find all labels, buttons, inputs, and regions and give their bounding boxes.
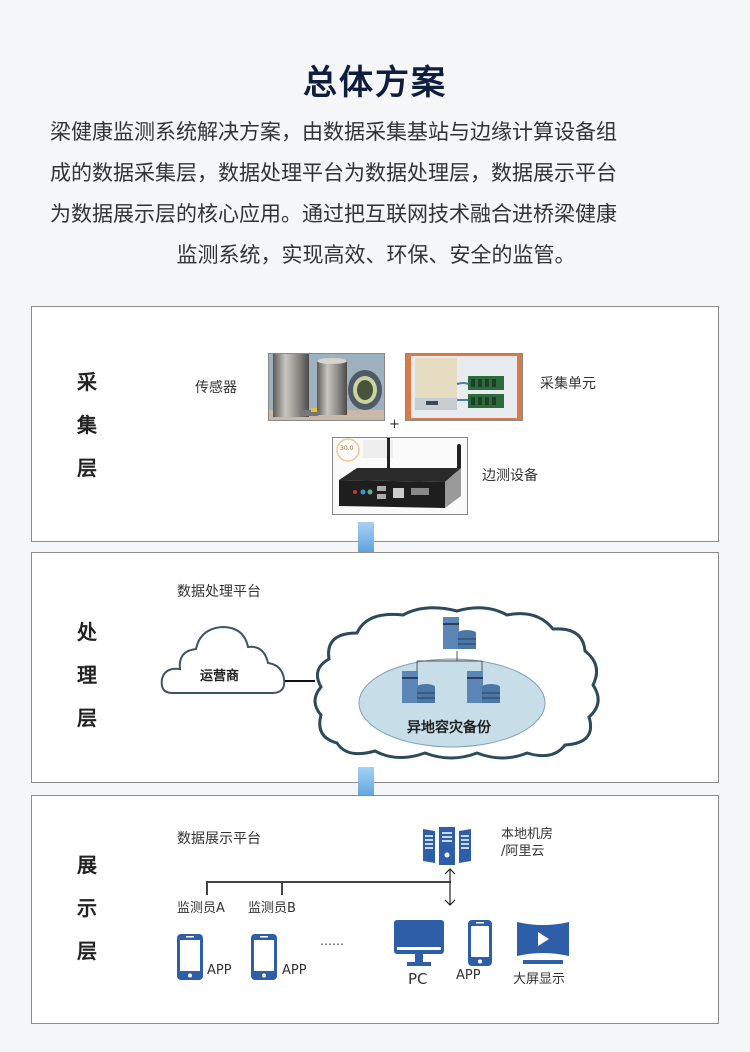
inspector-a-label: 监测员A [177,901,225,916]
acquisition-layer-panel: 采 集 层 传感器 + [31,306,719,542]
app-b-label: APP [282,963,307,978]
layer-label-char: 示 [77,896,97,920]
phone-icon [251,934,277,980]
edge-device-photo: 30.0 [332,437,468,515]
layer-label-char: 展 [77,853,97,877]
processing-platform-label: 数据处理平台 [177,584,261,600]
sensor-label: 传感器 [195,380,237,396]
server-location-label: 本地机房 /阿里云 [501,826,553,860]
collector-label: 采集单元 [540,376,596,392]
collector-image [406,354,522,420]
layer-label-char: 层 [77,456,97,480]
display-layer-panel: 展 示 层 数据展示平台 本地机房 /阿里云 监测员A 监测员B A [31,795,719,1024]
network-line [281,881,283,895]
sensor-photo [268,353,385,421]
pc-label: PC [408,970,428,988]
server-label-line: 本地机房 [501,827,554,842]
connector-line [285,680,315,682]
server-label-line: /阿里云 [501,844,545,859]
intro-line: 梁健康监测系统解决方案，由数据采集基站与边缘计算设备组 [50,120,617,144]
operator-label: 运营商 [200,669,240,684]
ellipsis: …… [320,934,344,948]
display-platform-label: 数据展示平台 [177,831,261,847]
inspector-b-label: 监测员B [248,901,296,916]
network-line [206,881,451,883]
intro-line: 为数据展示层的核心应用。通过把互联网技术融合进桥梁健康 [50,202,617,226]
server-rack-icon [423,827,471,865]
layer-label-char: 采 [77,370,97,394]
layer-label: 处 理 层 [72,611,102,740]
server-icon [467,671,500,703]
edge-device-label: 边测设备 [482,468,538,484]
layer-label: 展 示 层 [72,844,102,973]
operator-cloud-icon [160,625,286,694]
processing-layer-panel: 处 理 层 数据处理平台 运营商 [31,552,719,783]
app-label: APP [456,968,481,983]
page-title: 总体方案 [303,63,447,103]
phone-icon [177,934,203,980]
backup-label: 异地容灾备份 [407,720,491,736]
big-screen-label: 大屏显示 [513,972,566,987]
layer-label-char: 层 [77,706,97,730]
server-icon [443,617,476,649]
plus-sign: + [389,417,400,432]
network-line [206,881,208,895]
layer-label: 采 集 层 [72,361,102,490]
bidirectional-arrow-icon [444,868,456,906]
intro-line: 监测系统，实现高效、环保、安全的监管。 [176,243,576,267]
layer-label-char: 集 [77,413,97,437]
big-screen-icon [517,922,569,964]
backup-cloud-icon [313,606,600,760]
edge-device-image [333,438,467,514]
phone-icon [468,920,492,966]
layer-label-char: 层 [77,939,97,963]
layer-label-char: 处 [77,620,97,644]
intro-line: 成的数据采集层，数据处理平台为数据处理层，数据展示平台 [50,161,617,185]
edge-badge: 30.0 [340,445,354,452]
app-a-label: APP [207,963,232,978]
layer-label-char: 理 [77,663,97,687]
server-icon [402,671,435,703]
collector-photo [405,353,523,421]
pc-monitor-icon [394,920,444,966]
intro-paragraph: 梁健康监测系统解决方案，由数据采集基站与边缘计算设备组 成的数据采集层，数据处理… [50,112,702,276]
sensor-image [269,354,384,420]
